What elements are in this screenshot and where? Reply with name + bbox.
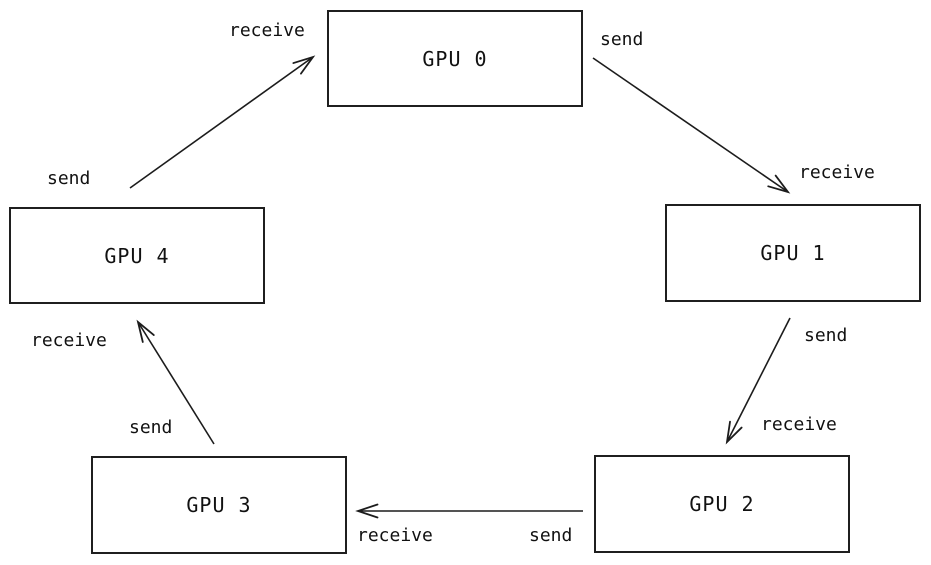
node-gpu-4: GPU 4: [9, 207, 265, 304]
node-gpu-2-label: GPU 2: [689, 492, 755, 516]
arrow-gpu3-to-gpu4: [136, 319, 215, 445]
edge-gpu3-gpu4-send-label: send: [129, 417, 173, 438]
node-gpu-0: GPU 0: [327, 10, 583, 107]
node-gpu-3-label: GPU 3: [186, 493, 252, 517]
edge-gpu2-gpu3-send-label: send: [529, 525, 573, 546]
edge-gpu3-gpu4-receive-label: receive: [31, 330, 107, 351]
edge-gpu1-gpu2-send-label: send: [804, 325, 848, 346]
arrow-gpu1-to-gpu2: [725, 317, 791, 445]
node-gpu-1-label: GPU 1: [760, 241, 826, 265]
edge-gpu4-gpu0-receive-label: receive: [229, 20, 305, 41]
edge-gpu1-gpu2-receive-label: receive: [761, 414, 837, 435]
edge-gpu0-gpu1-receive-label: receive: [799, 162, 875, 183]
node-gpu-4-label: GPU 4: [104, 243, 170, 268]
edge-gpu4-gpu0-send-label: send: [47, 168, 91, 189]
node-gpu-1: GPU 1: [665, 204, 921, 302]
arrow-gpu4-to-gpu0: [129, 55, 316, 189]
node-gpu-0-label: GPU 0: [422, 46, 488, 71]
edge-gpu0-gpu1-send-label: send: [600, 29, 644, 50]
arrow-gpu0-to-gpu1: [592, 57, 791, 194]
edge-gpu2-gpu3-receive-label: receive: [357, 525, 433, 546]
node-gpu-3: GPU 3: [91, 456, 347, 554]
node-gpu-2: GPU 2: [594, 455, 850, 553]
